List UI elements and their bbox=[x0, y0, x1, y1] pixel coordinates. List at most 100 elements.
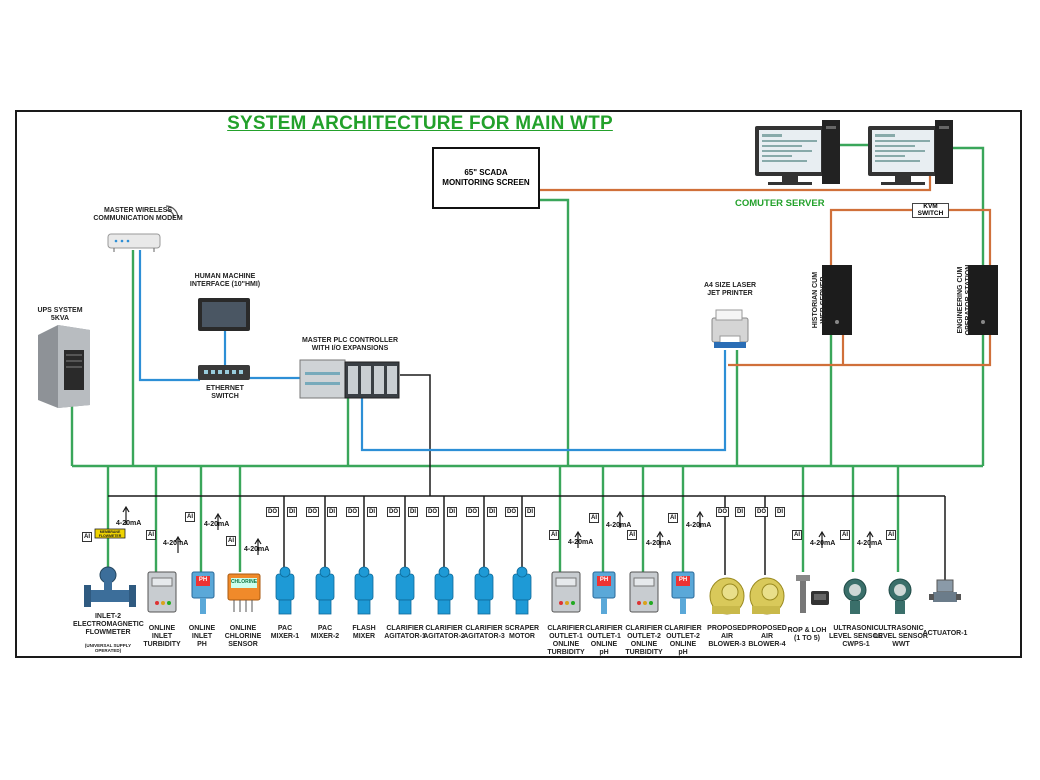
historian-server-tower-icon bbox=[822, 265, 852, 335]
signal-tag-do: DO bbox=[426, 507, 439, 517]
signal-tag-di: DI bbox=[525, 507, 535, 517]
air-blower-icon bbox=[749, 577, 785, 615]
pump-motor-icon bbox=[434, 566, 454, 615]
printer-icon bbox=[711, 309, 749, 348]
device-label-ultrasonic-cwps: ULTRASONIC LEVEL SENSOR CWPS-1 bbox=[829, 625, 883, 649]
ups-label: UPS SYSTEM 5KVA bbox=[37, 307, 83, 323]
ph-screen-text: PH bbox=[678, 577, 688, 583]
pump-motor-icon bbox=[315, 566, 335, 615]
device-label-blower-4: PROPOSED AIR BLOWER-4 bbox=[747, 625, 787, 649]
current-label: 4-20mA bbox=[686, 522, 712, 529]
current-label: 4-20mA bbox=[204, 521, 230, 528]
device-label-scraper-motor: SCRAPER MOTOR bbox=[504, 625, 540, 641]
flowmeter-badge-text: MEMBRANE FLOWMETER bbox=[98, 530, 122, 539]
turbidity-analyzer-icon bbox=[629, 571, 659, 613]
turbidity-analyzer-icon bbox=[551, 571, 581, 613]
device-label-agitator-2: CLARIFIER AGITATOR-2 bbox=[423, 625, 465, 641]
pump-motor-icon bbox=[395, 566, 415, 615]
device-label-rop-loh: ROP & LOH (1 TO 5) bbox=[787, 627, 827, 643]
device-label-flash-mixer: FLASH MIXER bbox=[352, 625, 376, 641]
air-blower-icon bbox=[709, 577, 745, 615]
current-label: 4-20mA bbox=[810, 540, 836, 547]
kvm-switch: KVM SWITCH bbox=[912, 203, 949, 218]
signal-tag-do: DO bbox=[505, 507, 518, 517]
signal-tag-di: DI bbox=[287, 507, 297, 517]
device-label-outlet-2-turbidity: CLARIFIER OUTLET-2 ONLINE TURBIDITY bbox=[625, 625, 663, 657]
signal-tag-ai: AI bbox=[792, 530, 802, 540]
scada-monitoring-screen: 65" SCADA MONITORING SCREEN bbox=[432, 147, 540, 209]
diagram-frame bbox=[15, 110, 1022, 658]
pump-motor-icon bbox=[275, 566, 295, 615]
plc-controller-icon bbox=[299, 359, 400, 399]
electromagnetic-flowmeter-icon bbox=[84, 528, 136, 607]
current-label: 4-20mA bbox=[857, 540, 883, 547]
signal-tag-ai: AI bbox=[840, 530, 850, 540]
signal-tag-ai: AI bbox=[668, 513, 678, 523]
ultrasonic-sensor-icon bbox=[888, 578, 912, 614]
current-label: 4-20mA bbox=[568, 539, 594, 546]
signal-tag-ai: AI bbox=[886, 530, 896, 540]
chlorine-sensor-icon bbox=[227, 573, 261, 612]
hmi-label: HUMAN MACHINE INTERFACE (10"HMI) bbox=[189, 273, 261, 289]
signal-tag-ai: AI bbox=[627, 530, 637, 540]
signal-tag-ai: AI bbox=[185, 512, 195, 522]
signal-tag-di: DI bbox=[735, 507, 745, 517]
signal-tag-di: DI bbox=[408, 507, 418, 517]
signal-tag-ai: AI bbox=[82, 532, 92, 542]
signal-tag-di: DI bbox=[327, 507, 337, 517]
signal-tag-do: DO bbox=[466, 507, 479, 517]
signal-tag-di: DI bbox=[775, 507, 785, 517]
chlorine-screen-text: CHLORINE bbox=[230, 579, 258, 585]
turbidity-analyzer-icon bbox=[147, 571, 177, 613]
pump-motor-icon bbox=[354, 566, 374, 615]
engineering-station-tower-icon bbox=[968, 265, 998, 335]
device-sublabel-flowmeter: (UNIVERSAL SUPPLY OPERATED) bbox=[84, 643, 132, 654]
computer-server-label: COMUTER SERVER bbox=[735, 198, 825, 209]
current-label: 4-20mA bbox=[606, 522, 632, 529]
ph-sensor-icon bbox=[191, 571, 215, 614]
pump-motor-icon bbox=[512, 566, 532, 615]
signal-tag-ai: AI bbox=[549, 530, 559, 540]
current-label: 4-20mA bbox=[163, 540, 189, 547]
current-label: 4-20mA bbox=[646, 540, 672, 547]
device-label-inlet-turbidity: ONLINE INLET TURBIDITY bbox=[143, 625, 181, 649]
signal-tag-ai: AI bbox=[589, 513, 599, 523]
plc-label: MASTER PLC CONTROLLER WITH I/O EXPANSION… bbox=[301, 337, 399, 353]
device-label-chlorine-sensor: ONLINE CHLORINE SENSOR bbox=[224, 625, 262, 649]
signal-tag-di: DI bbox=[367, 507, 377, 517]
signal-tag-do: DO bbox=[306, 507, 319, 517]
device-label-outlet-2-ph: CLARIFIER OUTLET-2 ONLINE pH bbox=[664, 625, 702, 657]
signal-tag-do: DO bbox=[387, 507, 400, 517]
device-label-pac-mixer-2: PAC MIXER-2 bbox=[310, 625, 340, 641]
ultrasonic-sensor-icon bbox=[843, 578, 867, 614]
computer-monitor-icon bbox=[755, 120, 840, 185]
computer-monitor-icon bbox=[868, 120, 953, 185]
device-label-actuator-1: ACTUATOR-1 bbox=[922, 630, 968, 637]
device-label-flowmeter: INLET-2 ELECTROMAGNETIC FLOWMETER bbox=[73, 613, 144, 637]
device-label-agitator-3: CLARIFIER AGITATOR-3 bbox=[463, 625, 505, 641]
signal-tag-do: DO bbox=[266, 507, 279, 517]
ph-screen-text: PH bbox=[198, 577, 208, 583]
wireless-modem-label: MASTER WIRELESS COMMUNICATION MODEM bbox=[93, 207, 183, 223]
device-label-inlet-ph: ONLINE INLET PH bbox=[188, 625, 216, 649]
device-label-blower-3: PROPOSED AIR BLOWER-3 bbox=[707, 625, 747, 649]
rop-loh-icon bbox=[796, 575, 829, 613]
signal-tag-di: DI bbox=[487, 507, 497, 517]
ethernet-switch-label: ETHERNET SWITCH bbox=[206, 385, 244, 401]
signal-tag-do: DO bbox=[716, 507, 729, 517]
device-label-ultrasonic-wwt: ULTRASONIC LEVEL SENSOR WWT bbox=[874, 625, 928, 649]
device-label-outlet-1-turbidity: CLARIFIER OUTLET-1 ONLINE TURBIDITY bbox=[547, 625, 585, 657]
current-label: 4-20mA bbox=[244, 546, 270, 553]
signal-tag-ai: AI bbox=[226, 536, 236, 546]
actuator-valve-icon bbox=[929, 579, 961, 602]
hmi-panel-icon bbox=[198, 298, 250, 331]
printer-label: A4 SIZE LASER JET PRINTER bbox=[703, 282, 757, 298]
ups-system-icon bbox=[38, 325, 90, 408]
diagram-title: SYSTEM ARCHITECTURE FOR MAIN WTP bbox=[227, 113, 613, 134]
signal-tag-do: DO bbox=[346, 507, 359, 517]
pump-motor-icon bbox=[474, 566, 494, 615]
ph-screen-text: PH bbox=[599, 577, 609, 583]
ethernet-switch-icon bbox=[198, 365, 250, 380]
